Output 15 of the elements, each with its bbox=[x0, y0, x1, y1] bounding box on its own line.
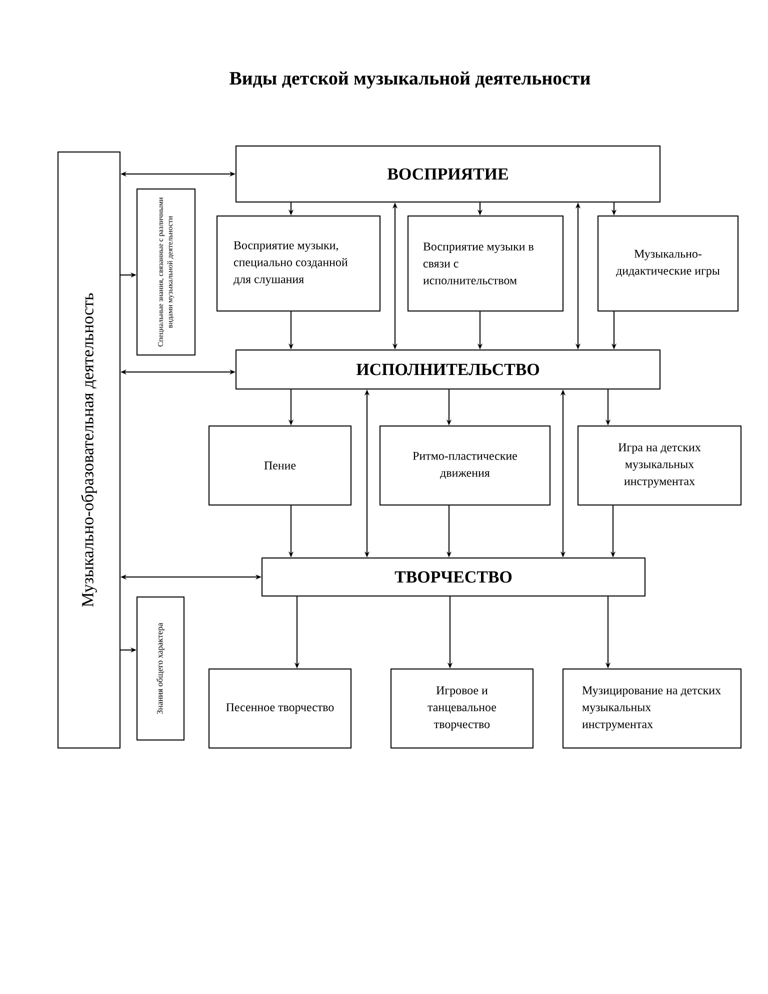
process-box: Восприятие музыки, специально созданной для слушания bbox=[216, 216, 380, 312]
process-box: Игровое и танцевальное творчество bbox=[390, 668, 534, 748]
heading-box: ТВОРЧЕСТВО bbox=[262, 558, 646, 596]
process-box: Восприятие музыки в связи с исполнительством bbox=[408, 216, 564, 312]
process-box: Ритмо-пластические движения bbox=[380, 426, 550, 506]
process-box: Музицирование на детских музыкальных инструментах bbox=[562, 668, 742, 748]
title: Виды детской музыкальной деятельности bbox=[230, 71, 590, 89]
process-box: Пение bbox=[208, 426, 352, 506]
process-box: Песенное творчество bbox=[208, 668, 352, 748]
process-box: Музыкально-дидактические игры bbox=[598, 216, 738, 312]
process-box: Игра на детских музыкальных инструментах bbox=[578, 426, 742, 506]
heading-box: ВОСПРИЯТИЕ bbox=[236, 146, 660, 202]
heading-box: ИСПОЛНИТЕЛЬСТВО bbox=[236, 350, 660, 390]
vertical-box: Музыкально-образовательная деятельность bbox=[58, 152, 120, 748]
vertical-box: Знания общего характера bbox=[136, 596, 184, 740]
